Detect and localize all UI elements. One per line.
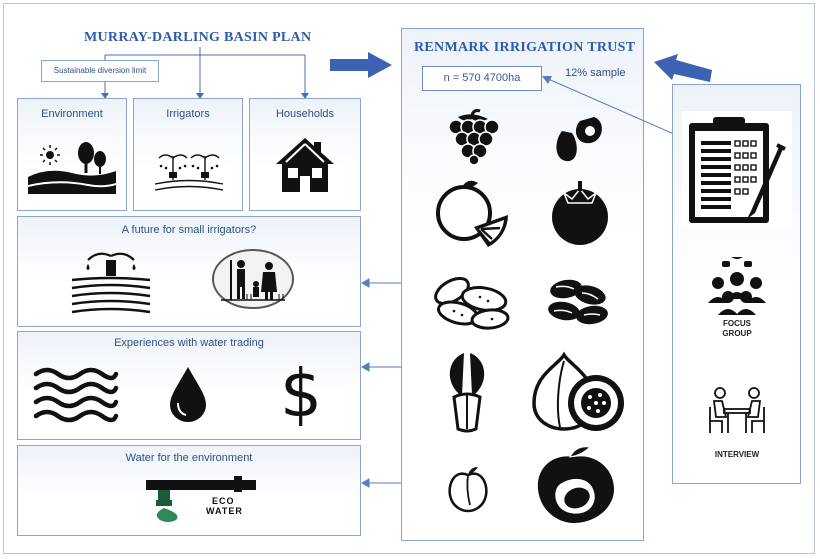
dates-icon bbox=[548, 279, 608, 325]
sample-percent-label: 12% sample bbox=[565, 67, 626, 79]
small-irrigators-label: A future for small irrigators? bbox=[121, 224, 257, 236]
eco-water-tap-icon bbox=[146, 476, 256, 522]
water-text: WATER bbox=[206, 506, 243, 516]
interview-label: INTERVIEW bbox=[714, 450, 760, 459]
environment-box: Environment bbox=[17, 98, 127, 211]
sample-size-box: n = 570 4700ha bbox=[422, 66, 542, 91]
sample-size-label: n = 570 4700ha bbox=[443, 72, 521, 84]
irrigators-box: Irrigators bbox=[133, 98, 243, 211]
environment-water-label: Water for the environment bbox=[125, 452, 253, 464]
survey-clipboard-icon bbox=[689, 117, 786, 223]
renmark-panel: RENMARK IRRIGATION TRUST n = 570 4700ha … bbox=[401, 28, 644, 541]
environment-water-panel: Water for the environment ECO WATER bbox=[17, 445, 361, 536]
irrigated-field-icon bbox=[71, 252, 151, 314]
sprinkler-field-icon bbox=[154, 154, 224, 191]
small-irrigators-panel: A future for small irrigators? bbox=[17, 216, 361, 327]
figure-frame bbox=[3, 3, 815, 554]
diversion-limit-label: Sustainable diversion limit bbox=[53, 66, 147, 75]
waves-icon bbox=[33, 367, 119, 423]
dollar-icon: $ bbox=[280, 355, 322, 432]
irrigators-label: Irrigators bbox=[166, 108, 210, 120]
bok-choy-icon bbox=[449, 353, 485, 433]
panel-arrows bbox=[360, 278, 402, 488]
water-trading-label: Experiences with water trading bbox=[114, 337, 264, 349]
persimmon-icon bbox=[552, 181, 608, 245]
eco-text: ECO bbox=[212, 496, 235, 506]
grapes-icon bbox=[448, 109, 500, 165]
stone-fruit-icon bbox=[537, 446, 614, 523]
citrus-icon bbox=[436, 180, 508, 247]
water-drop-icon bbox=[170, 367, 206, 422]
households-box: Households bbox=[249, 98, 361, 211]
almonds-icon bbox=[434, 277, 510, 330]
environment-label: Environment bbox=[41, 108, 103, 120]
focus-group-icon bbox=[708, 257, 766, 315]
house-icon bbox=[276, 138, 334, 192]
avocado-icon bbox=[556, 117, 602, 162]
big-arrow-right bbox=[330, 52, 392, 78]
interview-icon bbox=[709, 387, 765, 433]
diversion-limit-box: Sustainable diversion limit bbox=[41, 60, 159, 82]
basin-plan-title: MURRAY-DARLING BASIN PLAN bbox=[84, 30, 312, 45]
farmers-badge-icon bbox=[212, 249, 294, 309]
figs-icon bbox=[532, 351, 624, 431]
households-label: Households bbox=[275, 108, 335, 120]
landscape-icon bbox=[28, 142, 116, 194]
renmark-title: RENMARK IRRIGATION TRUST bbox=[414, 40, 636, 55]
big-arrow-left bbox=[654, 54, 712, 82]
water-trading-panel: Experiences with water trading $ bbox=[17, 331, 361, 440]
peach-icon bbox=[448, 467, 488, 513]
survey-pointer-arrow bbox=[542, 76, 684, 139]
